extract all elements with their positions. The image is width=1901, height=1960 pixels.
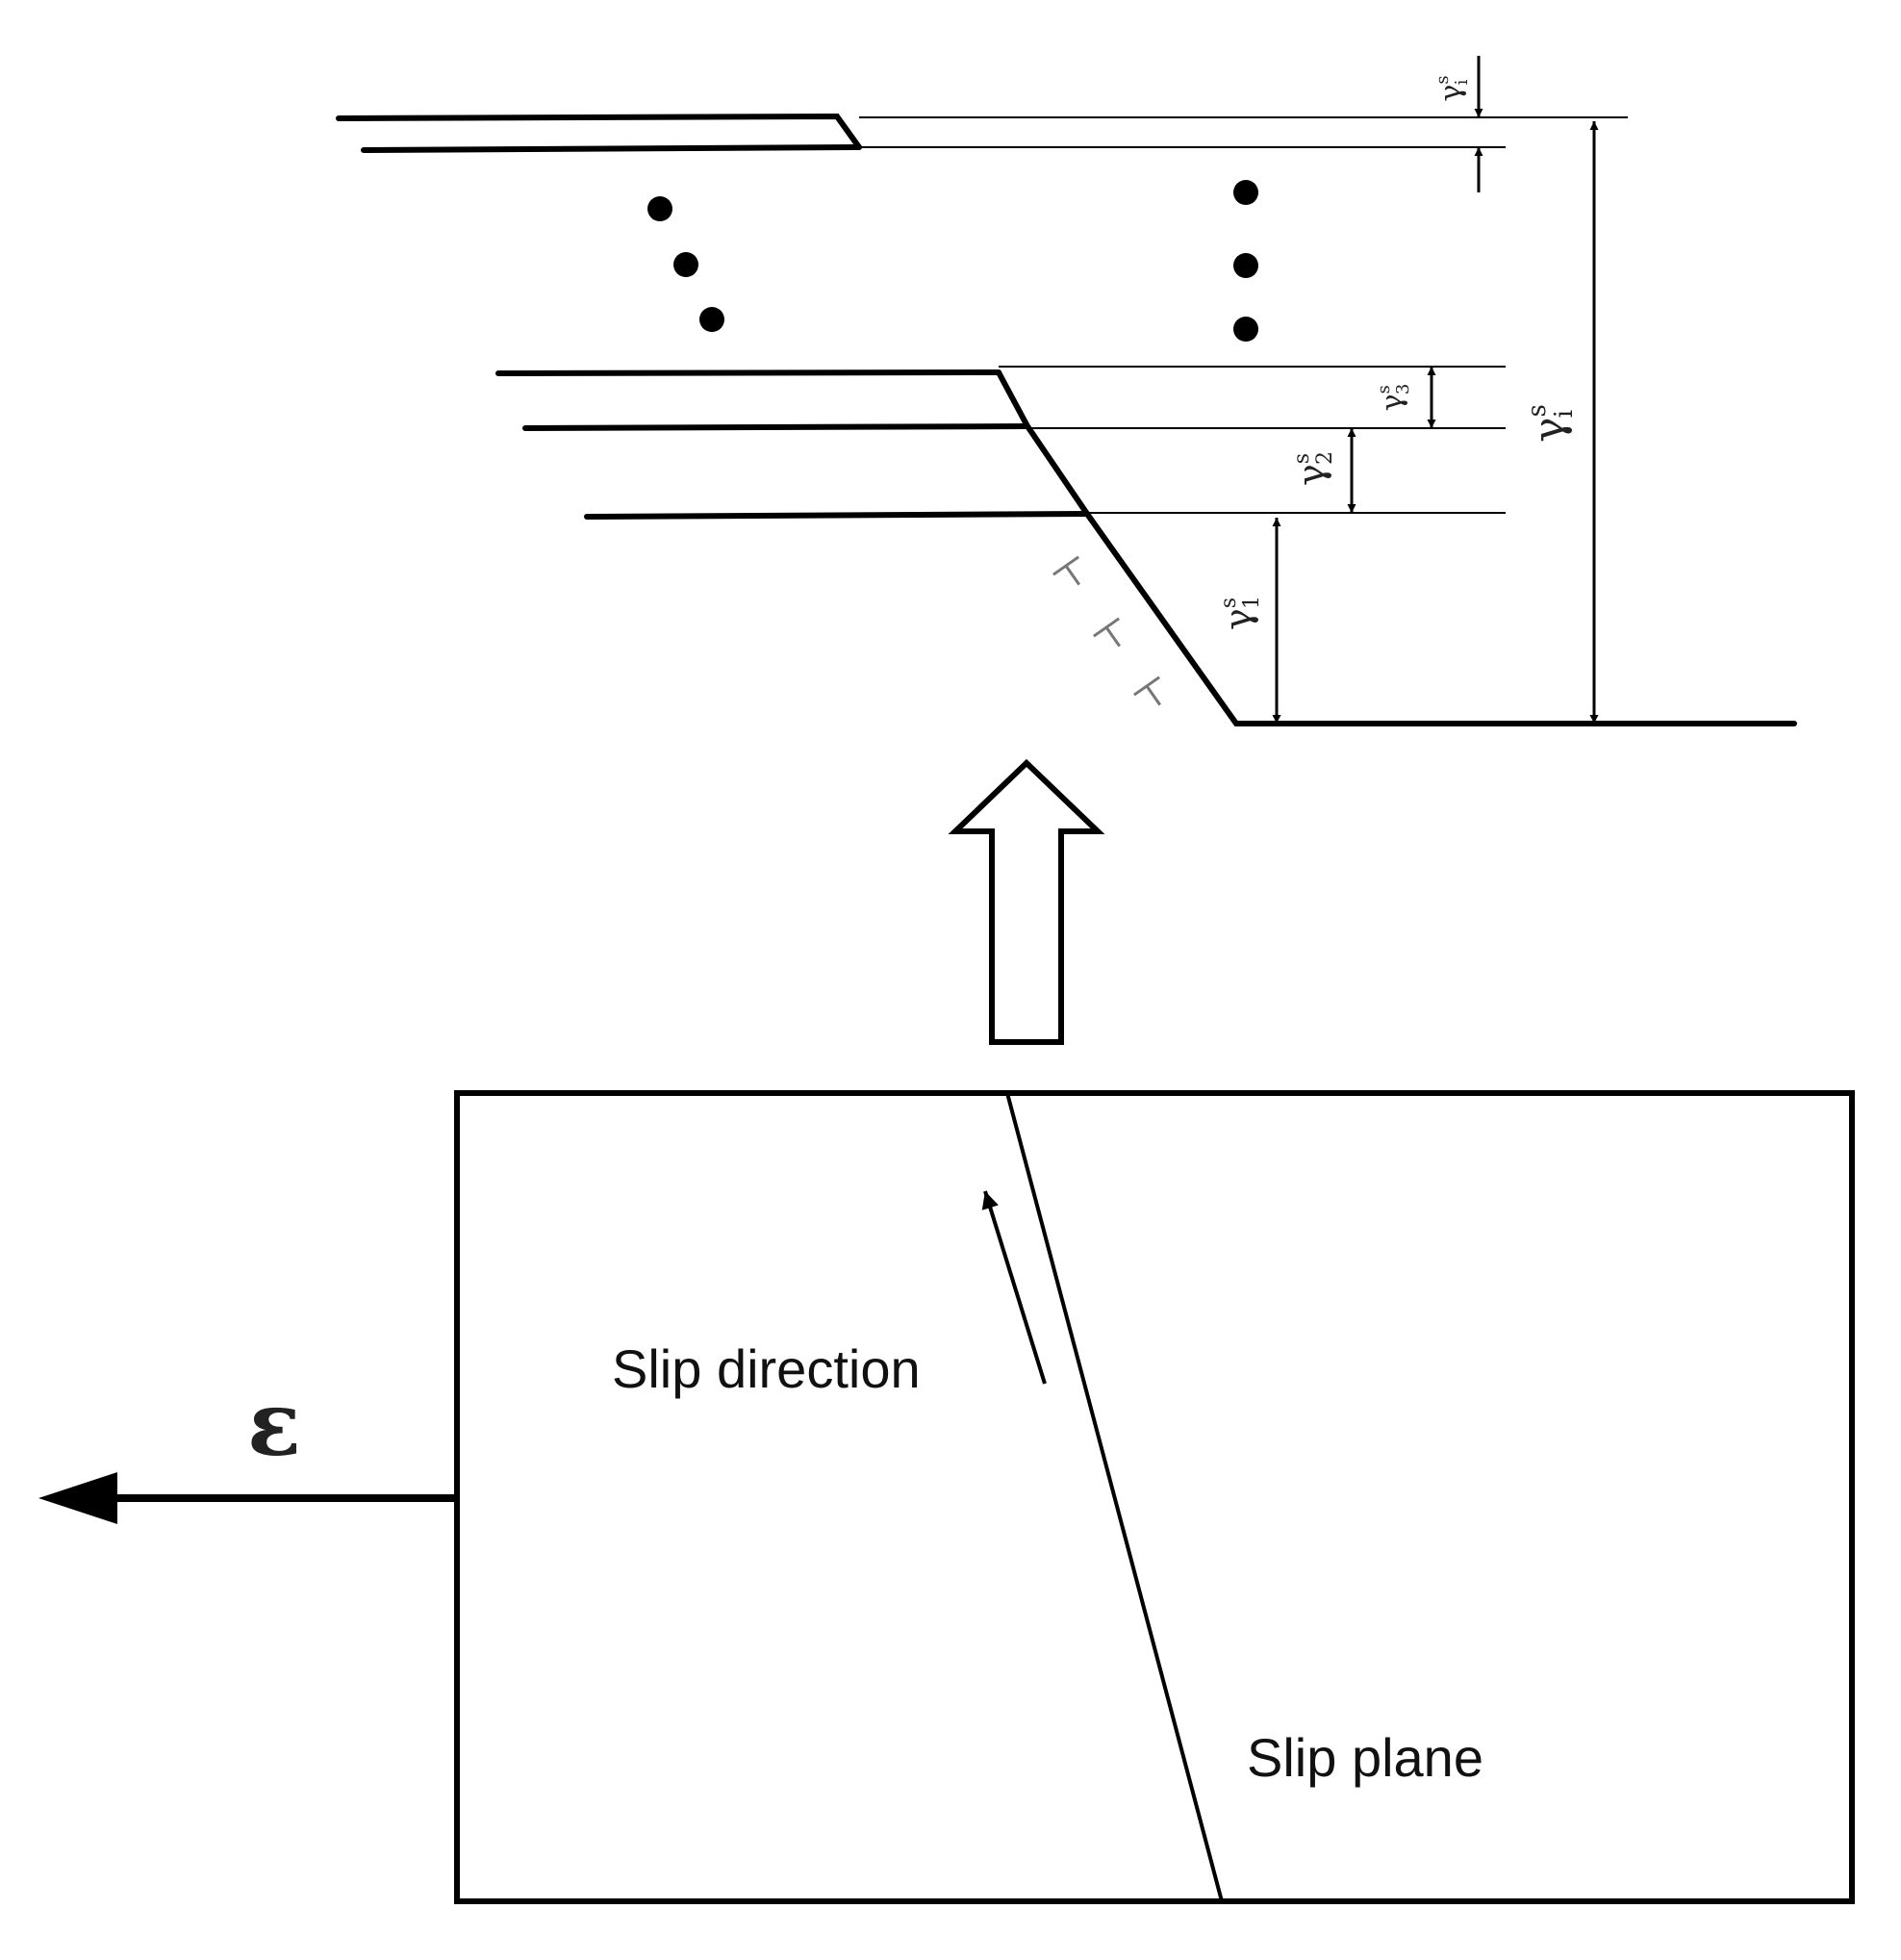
ellipsis-dot bbox=[1233, 253, 1258, 278]
gamma-3-label: γs3 bbox=[1374, 384, 1413, 412]
svg-text:γs2: γs2 bbox=[1290, 451, 1338, 486]
ellipsis-dot bbox=[673, 252, 698, 277]
gamma-1-label: γs1 bbox=[1217, 596, 1265, 630]
top-slip-line-lower bbox=[361, 144, 862, 153]
crystal-outline bbox=[454, 1090, 1855, 1904]
crystal-block: Slip direction Slip plane bbox=[454, 1090, 1855, 1904]
gamma-2-label: γs2 bbox=[1290, 451, 1338, 486]
slip-direction-arrow bbox=[981, 1190, 1047, 1385]
slip-line-3 bbox=[495, 369, 1001, 376]
slip-line-1 bbox=[584, 511, 1090, 520]
ellipsis-dot bbox=[1233, 317, 1258, 342]
dislocation-symbol-icon bbox=[1052, 555, 1080, 586]
dislocation-symbol-icon bbox=[1133, 675, 1161, 706]
hollow-arrow-up-icon bbox=[948, 758, 1105, 1045]
strain-symbol: ε bbox=[247, 1372, 301, 1476]
top-slip-line-upper bbox=[336, 113, 862, 150]
svg-text:γs3: γs3 bbox=[1374, 384, 1413, 412]
slip-steps-detail: γsi γs3 γs2 γs1 γsi bbox=[336, 56, 1797, 726]
gamma-i-top-label: γsi bbox=[1432, 75, 1472, 101]
strain-arrow: ε bbox=[38, 1372, 457, 1524]
ellipsis-dot bbox=[647, 196, 672, 221]
svg-text:γsi: γsi bbox=[1523, 404, 1579, 443]
ellipsis-dot bbox=[1233, 180, 1258, 205]
svg-text:γsi: γsi bbox=[1432, 75, 1472, 101]
gamma-i-total-label: γsi bbox=[1523, 404, 1579, 443]
slip-direction-label: Slip direction bbox=[612, 1338, 921, 1399]
svg-text:γs1: γs1 bbox=[1217, 596, 1265, 630]
ellipsis-dot bbox=[699, 307, 724, 332]
slip-plane-label: Slip plane bbox=[1247, 1727, 1483, 1788]
slip-line-2 bbox=[522, 423, 1030, 431]
dislocation-symbol-icon bbox=[1093, 617, 1121, 648]
slip-plane-line bbox=[1005, 1092, 1224, 1902]
slip-step-edge bbox=[996, 369, 1797, 726]
arrow-left-head bbox=[38, 1472, 117, 1524]
